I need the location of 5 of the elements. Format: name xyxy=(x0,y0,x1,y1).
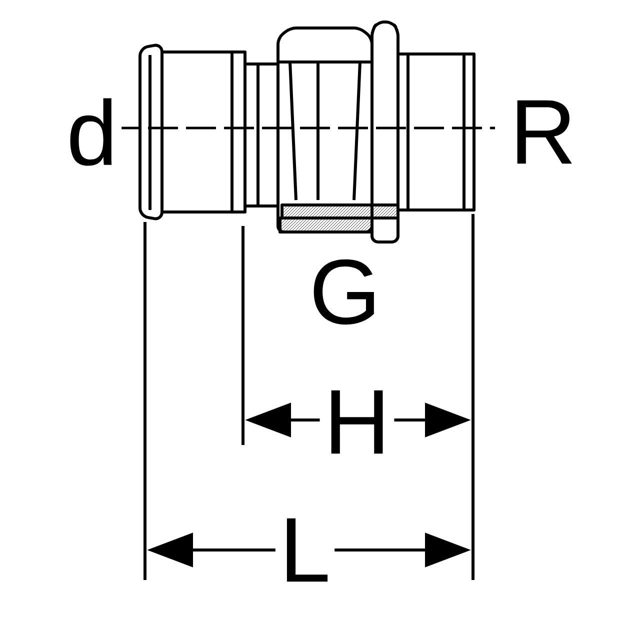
dimension-label: R xyxy=(506,96,580,168)
dimension-label: L xyxy=(275,514,335,586)
dimension-label: H xyxy=(320,386,394,458)
dimension-label: G xyxy=(305,255,385,329)
dimension-label: d xyxy=(62,94,122,170)
